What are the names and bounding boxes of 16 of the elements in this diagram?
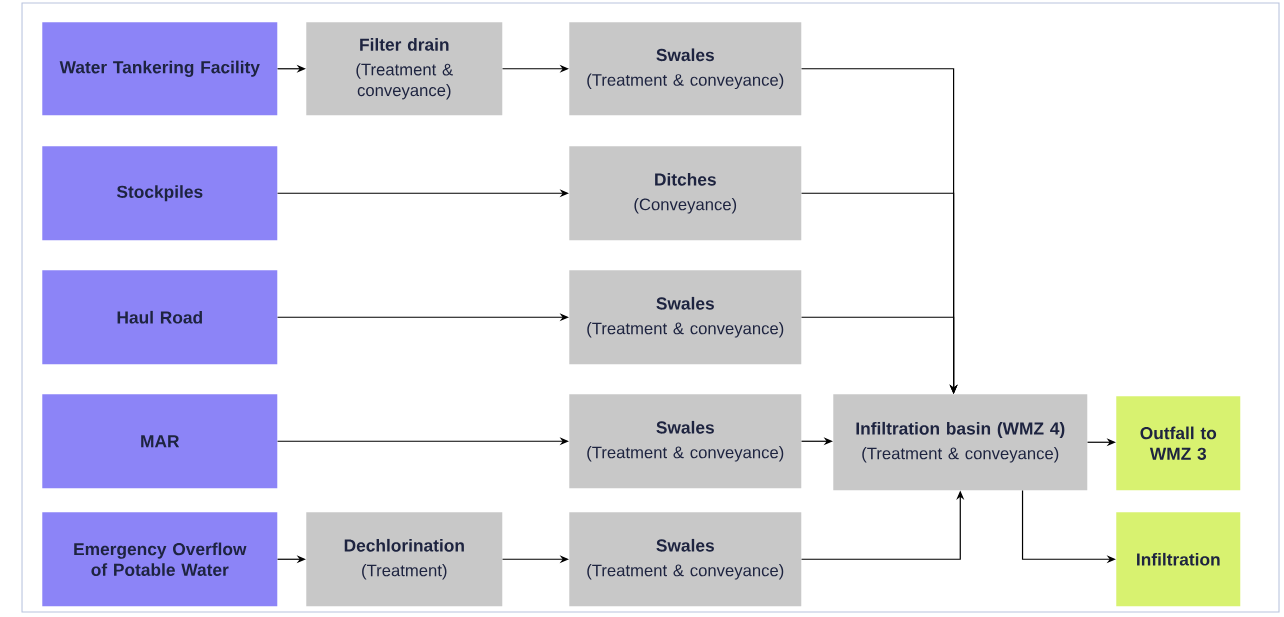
source-box: Water Tankering Facility — [42, 22, 278, 116]
source-box: Emergency Overflow of Potable Water — [42, 512, 278, 607]
source-box: MAR — [42, 394, 278, 489]
process-box: Infiltration basin (WMZ 4) (Treatment & conveyance) — [833, 394, 1088, 491]
source-box: Stockpiles — [42, 146, 278, 241]
process-box: Filter drain (Treatment & conveyance) — [306, 22, 503, 116]
process-box: Ditches (Conveyance) — [569, 146, 802, 241]
process-box: Swales (Treatment & conveyance) — [569, 512, 802, 607]
source-box: Haul Road — [42, 270, 278, 365]
process-box: Dechlorination (Treatment) — [306, 512, 503, 607]
process-box: Swales (Treatment & conveyance) — [569, 394, 802, 489]
process-box: Swales (Treatment & conveyance) — [569, 270, 802, 365]
outlet-box: Infiltration — [1116, 512, 1241, 607]
process-box: Swales (Treatment & conveyance) — [569, 22, 802, 116]
arrow — [800, 316, 958, 394]
outlet-box: Outfall to WMZ 3 — [1116, 396, 1241, 491]
